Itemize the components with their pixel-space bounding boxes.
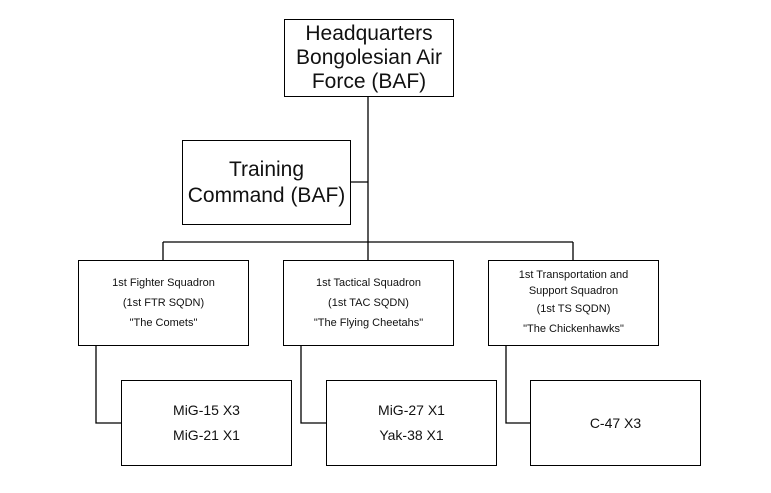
aircraft-2-connector bbox=[300, 345, 326, 424]
training-line-2: Command (BAF) bbox=[187, 183, 346, 207]
squadron-abbreviation: (1st FTR SQDN) bbox=[122, 297, 205, 309]
hq-line-3: Force (BAF) bbox=[311, 70, 427, 93]
aircraft-box-transportation: C-47 X3 bbox=[530, 380, 701, 466]
squadron-name: 1st Tactical Squadron bbox=[316, 277, 421, 289]
aircraft-1-connector bbox=[95, 345, 121, 424]
headquarters-box: Headquarters Bongolesian Air Force (BAF) bbox=[284, 19, 454, 97]
hq-line-2: Bongolesian Air bbox=[296, 46, 442, 69]
training-command-box: Training Command (BAF) bbox=[182, 140, 351, 225]
squadron-box-tactical: 1st Tactical Squadron (1st TAC SQDN) "Th… bbox=[283, 260, 454, 346]
squadron-name-line-1: 1st Transportation and bbox=[518, 269, 629, 281]
squadron-abbreviation: (1st TAC SQDN) bbox=[328, 297, 409, 309]
aircraft-item: Yak-38 X1 bbox=[379, 427, 444, 443]
aircraft-item: MiG-21 X1 bbox=[173, 427, 240, 443]
squadron-name: 1st Fighter Squadron bbox=[112, 277, 215, 289]
aircraft-item: MiG-15 X3 bbox=[173, 402, 240, 418]
squadron-box-fighter: 1st Fighter Squadron (1st FTR SQDN) "The… bbox=[78, 260, 249, 346]
squadron-nickname: "The Flying Cheetahs" bbox=[313, 317, 424, 329]
aircraft-item: MiG-27 X1 bbox=[378, 402, 445, 418]
squadron-nickname: "The Chickenhawks" bbox=[523, 323, 624, 335]
squadron-nickname: "The Comets" bbox=[129, 317, 198, 329]
aircraft-3-connector bbox=[505, 345, 530, 424]
hq-line-1: Headquarters bbox=[305, 22, 433, 45]
aircraft-box-fighter: MiG-15 X3 MiG-21 X1 bbox=[121, 380, 292, 466]
squadron-abbreviation: (1st TS SQDN) bbox=[536, 303, 611, 315]
aircraft-box-tactical: MiG-27 X1 Yak-38 X1 bbox=[326, 380, 497, 466]
aircraft-item: C-47 X3 bbox=[589, 414, 642, 431]
training-line-1: Training bbox=[228, 157, 305, 181]
squadron-box-transportation: 1st Transportation and Support Squadron … bbox=[488, 260, 659, 346]
squadron-name-line-2: Support Squadron bbox=[528, 285, 619, 297]
